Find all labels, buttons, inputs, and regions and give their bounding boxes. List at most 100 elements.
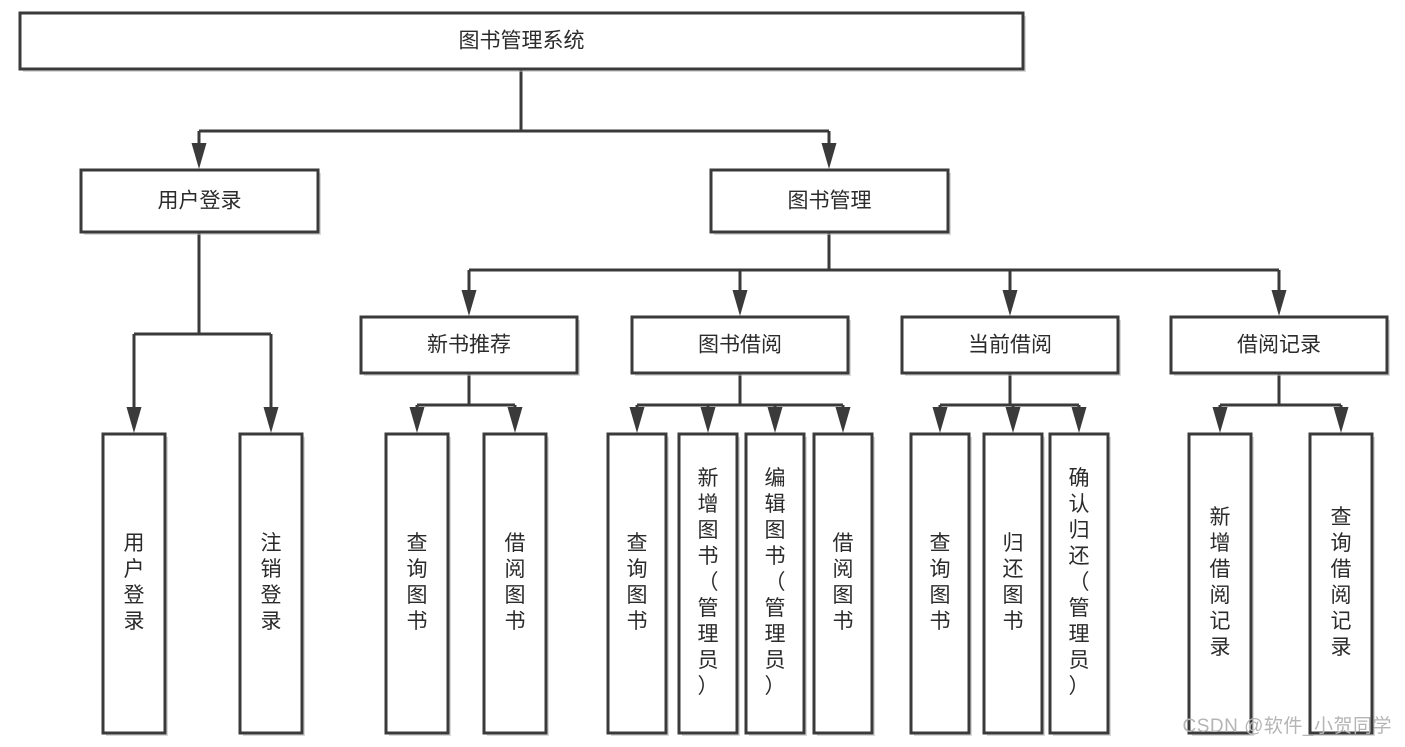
node-label: 图书管理: [788, 190, 872, 213]
node-label-char: 阅: [833, 558, 854, 581]
node-rect[interactable]: [79, 168, 320, 234]
node-rect[interactable]: [101, 432, 167, 735]
node-rect[interactable]: [606, 432, 668, 735]
node-label-char: 销: [261, 558, 282, 581]
node-label-char: 书: [833, 610, 854, 633]
node-label-char: 书: [765, 545, 786, 568]
connector-bookmgmt: [461, 232, 1287, 316]
connector-arrowhead: [700, 407, 716, 433]
node-label-char: 图: [698, 519, 719, 542]
node-root[interactable]: 图书管理系统: [18, 11, 1026, 72]
node-label-char: 询: [930, 558, 951, 581]
connector-newbook: [409, 373, 523, 433]
connector-arrowhead: [732, 290, 748, 316]
node-label-char: 借: [833, 532, 854, 555]
node-label-char: 增: [698, 493, 719, 516]
node-label-char: 书: [407, 610, 428, 633]
node-label-char: 确: [1069, 467, 1090, 490]
node-rect[interactable]: [900, 315, 1120, 375]
connector-arrowhead: [835, 407, 851, 433]
connector-arrowhead: [1002, 290, 1018, 316]
node-label-char: 还: [1003, 558, 1024, 581]
node-leaf1[interactable]: 用户登录: [101, 432, 168, 736]
node-label-char: 登: [124, 584, 145, 607]
node-label-char: （: [765, 571, 786, 594]
node-label-char: 借: [505, 532, 526, 555]
node-rect[interactable]: [1187, 432, 1253, 735]
node-label-char: 查: [627, 532, 648, 555]
connector-records: [1212, 373, 1349, 433]
node-rect[interactable]: [384, 432, 450, 735]
connector-current: [932, 373, 1087, 433]
node-newbook[interactable]: 新书推荐: [359, 315, 580, 376]
node-label: 用户登录: [158, 190, 242, 213]
node-label-char: 理: [765, 623, 786, 646]
node-label-char: 借: [1331, 558, 1352, 581]
node-label-char: 图: [930, 584, 951, 607]
node-rect[interactable]: [1308, 432, 1374, 735]
node-rect[interactable]: [709, 168, 950, 234]
node-rect[interactable]: [359, 315, 579, 375]
node-label-char: 理: [1069, 623, 1090, 646]
node-borrow[interactable]: 图书借阅: [630, 315, 851, 376]
connector-arrowhead: [263, 407, 279, 433]
node-label-char: （: [698, 571, 719, 594]
node-rect[interactable]: [238, 432, 304, 735]
node-label-char: 书: [505, 610, 526, 633]
node-label-char: 注: [261, 532, 282, 555]
node-rect[interactable]: [982, 432, 1044, 735]
node-label-char: 询: [627, 558, 648, 581]
connector-arrowhead: [629, 407, 645, 433]
node-login[interactable]: 用户登录: [79, 168, 321, 235]
connector-arrowhead: [191, 143, 207, 169]
node-label: 用户登录: [124, 532, 145, 633]
node-label-char: 录: [124, 610, 145, 633]
node-bookmgmt[interactable]: 图书管理: [709, 168, 951, 235]
node-rect[interactable]: [812, 432, 874, 735]
node-label-char: 图: [505, 584, 526, 607]
node-rect[interactable]: [744, 432, 806, 735]
node-rect[interactable]: [18, 11, 1025, 71]
node-rect[interactable]: [630, 315, 850, 375]
node-label-char: 归: [1069, 519, 1090, 542]
node-label-char: ）: [1069, 675, 1090, 698]
node-label-char: 书: [930, 610, 951, 633]
node-rect[interactable]: [1048, 432, 1110, 735]
node-records[interactable]: 借阅记录: [1169, 315, 1390, 376]
node-label-char: （: [1069, 571, 1090, 594]
node-rect[interactable]: [482, 432, 548, 735]
node-current[interactable]: 当前借阅: [900, 315, 1121, 376]
node-label-char: 录: [1331, 636, 1352, 659]
node-layer: 图书管理系统用户登录图书管理新书推荐图书借阅当前借阅借阅记录用户登录注销登录查询…: [18, 11, 1390, 736]
connector-arrowhead: [1071, 407, 1087, 433]
node-rect[interactable]: [909, 432, 971, 735]
node-label-char: 理: [698, 623, 719, 646]
node-label-char: 用: [124, 532, 145, 555]
node-label-char: 图: [833, 584, 854, 607]
connector-arrowhead: [1333, 407, 1349, 433]
connector-root: [191, 69, 837, 169]
node-label: 图书管理系统: [459, 30, 585, 53]
node-rect[interactable]: [1169, 315, 1389, 375]
node-rect[interactable]: [677, 432, 739, 735]
node-label-char: 辑: [765, 493, 786, 516]
